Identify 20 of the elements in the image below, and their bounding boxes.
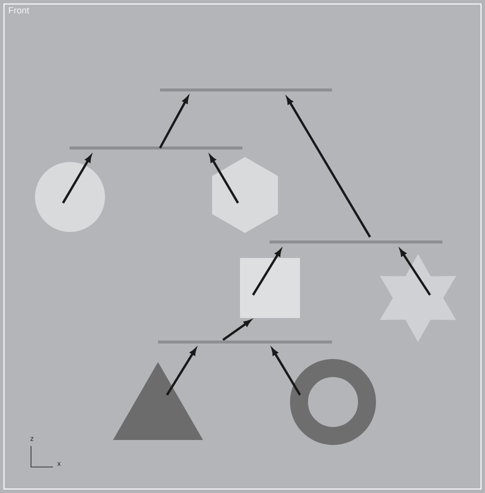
arrow — [400, 249, 431, 296]
arrow — [159, 96, 189, 149]
arrow — [252, 249, 282, 296]
link-bar — [160, 88, 332, 92]
arrow — [62, 155, 92, 204]
link-bar — [158, 340, 332, 344]
arrow — [272, 348, 301, 396]
arrow — [286, 97, 371, 238]
arrow — [210, 155, 239, 204]
arrow — [222, 320, 251, 341]
ring-shape — [290, 359, 376, 445]
link-bar — [270, 240, 442, 244]
arrow — [166, 348, 196, 396]
link-bar — [70, 146, 242, 150]
circle-shape — [35, 162, 105, 232]
hexagon-shape — [212, 157, 278, 233]
star-shape — [380, 254, 456, 342]
viewport-label: Front — [8, 7, 30, 14]
triangle-shape — [112, 362, 204, 440]
square-shape — [240, 258, 300, 318]
